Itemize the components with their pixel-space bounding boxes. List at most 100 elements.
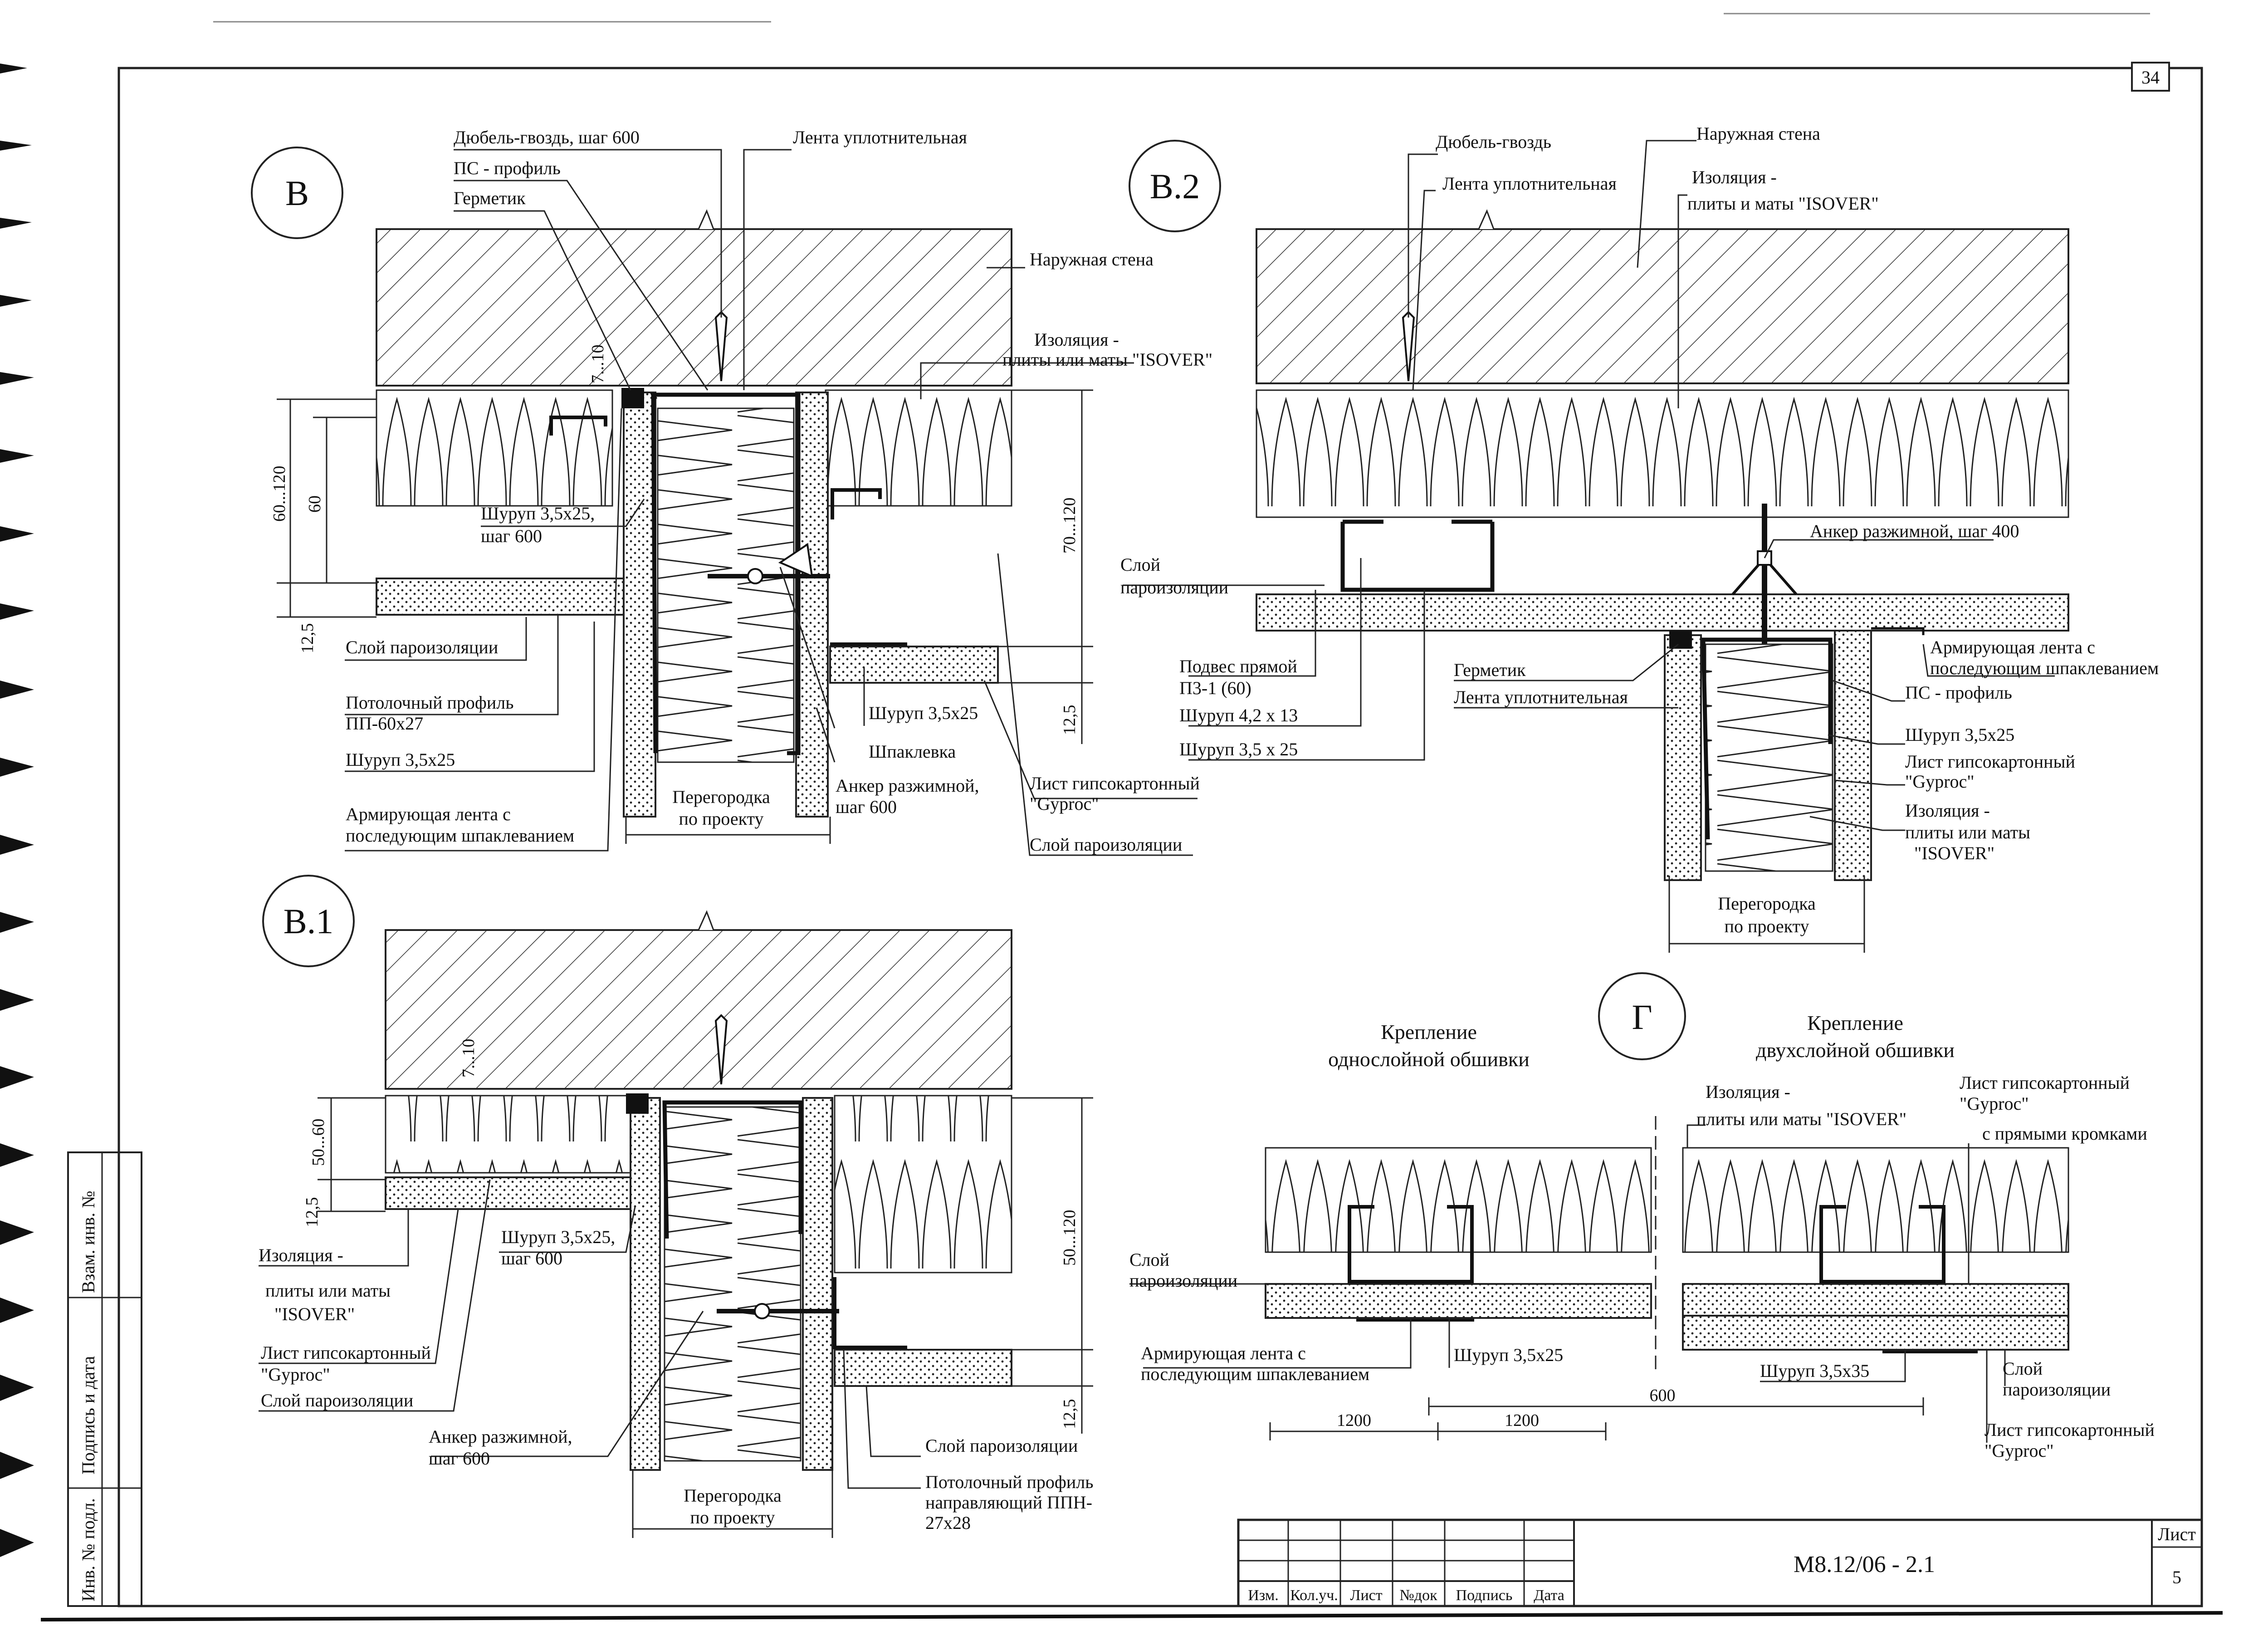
detail-b2: В.2 bbox=[1120, 123, 2159, 953]
b1-label-iso2: плиты или маты bbox=[265, 1280, 391, 1301]
side-stamp: Взам. инв. № Подпись и дата Инв. № подл. bbox=[67, 1151, 142, 1607]
b2-outer-wall bbox=[1256, 228, 2069, 384]
b2-label-hanger2: П3-1 (60) bbox=[1179, 678, 1251, 698]
b1-label-iso3: "ISOVER" bbox=[274, 1304, 355, 1324]
b1-dim-12-5: 12,5 bbox=[303, 1197, 322, 1228]
b2-label-ps: ПС - профиль bbox=[1905, 682, 2012, 703]
b1-insulation-left bbox=[385, 1095, 631, 1174]
detail-g-mark-text: Г bbox=[1632, 997, 1652, 1037]
b-label-gk2: "Gyproc" bbox=[1030, 793, 1099, 814]
g-dim-1200a: 1200 bbox=[1337, 1411, 1371, 1430]
b-label-tape-seal: Лента уплотнительная bbox=[793, 127, 967, 147]
detail-b2-mark bbox=[1129, 140, 1221, 232]
g-dim-1200b: 1200 bbox=[1505, 1411, 1539, 1430]
g-label-vapor3: Слой bbox=[2003, 1358, 2043, 1379]
b1-dim-7-10: 7...10 bbox=[459, 1039, 478, 1078]
b2-label-iso3: Изоляция - bbox=[1905, 800, 1990, 821]
b2-label-vapor2: пароизоляции bbox=[1120, 577, 1228, 598]
b2-label-gk1: Лист гипсокартонный bbox=[1905, 751, 2075, 772]
b1-label-profile2: направляющий ППН- bbox=[925, 1492, 1092, 1513]
b2-label-iso4: плиты или маты bbox=[1905, 822, 2030, 842]
tb-col-ndok: №док bbox=[1399, 1587, 1437, 1604]
g-label-gk4: Лист гипсокартонный bbox=[1984, 1420, 2155, 1440]
stamp-podpis: Подпись и дата bbox=[78, 1356, 98, 1474]
b-label-iso2: плиты или маты "ISOVER" bbox=[1002, 349, 1212, 370]
b1-label-anchor1: Анкер разжимной, bbox=[429, 1426, 572, 1447]
g-label-gk3: с прямыми кромками bbox=[1982, 1123, 2147, 1144]
b1-dim-12-5b: 12,5 bbox=[1060, 1399, 1079, 1430]
b2-partition-insulation bbox=[1705, 643, 1833, 872]
g-label-gk5: "Gyproc" bbox=[1984, 1440, 2054, 1461]
b2-label-iso1: Изоляция - bbox=[1692, 167, 1777, 187]
b2-label-tape-seal: Лента уплотнительная bbox=[1442, 173, 1617, 194]
b2-partition-board-left bbox=[1664, 634, 1702, 881]
b1-ceiling-board-left bbox=[385, 1176, 631, 1210]
b2-label-screw42: Шуруп 4,2 х 13 bbox=[1179, 705, 1298, 725]
b-label-tape1: Армирующая лента с bbox=[346, 804, 511, 824]
b-dim-12-5b: 12,5 bbox=[1060, 705, 1079, 735]
g-label-tape2: последующим шпаклеванием bbox=[1141, 1364, 1369, 1384]
b1-sealant bbox=[626, 1093, 649, 1114]
b1-label-anchor2: шаг 600 bbox=[429, 1448, 490, 1469]
b-label-profile1: Потолочный профиль bbox=[346, 692, 513, 713]
b-ceiling-board-left bbox=[376, 578, 625, 616]
b2-label-screw35: Шуруп 3,5 х 25 bbox=[1179, 739, 1298, 759]
g-label-vapor2: пароизоляции bbox=[1129, 1270, 1237, 1291]
tb-list-number: 5 bbox=[2172, 1567, 2181, 1587]
b-label-profile2: ПП-60х27 bbox=[346, 713, 423, 734]
g-single-insulation bbox=[1265, 1147, 1652, 1253]
b-label-sealant: Герметик bbox=[454, 188, 526, 208]
b-outer-wall bbox=[376, 228, 1012, 387]
b1-dowel bbox=[714, 1014, 728, 1085]
b1-label-partition2: по проекту bbox=[690, 1507, 775, 1528]
detail-g: Г Крепление однослойной обшивки Креплени… bbox=[1129, 972, 2155, 1461]
b2-label-dowel: Дюбель-гвоздь bbox=[1436, 132, 1551, 152]
detail-b1: В.1 50...60 7. bbox=[259, 875, 1093, 1538]
detail-b: В bbox=[251, 127, 1212, 856]
top-page-number: 34 bbox=[2131, 62, 2170, 92]
b-label-partition1: Перегородка bbox=[672, 787, 770, 807]
b-dim-70-120: 70...120 bbox=[1060, 498, 1079, 554]
b-label-screw1b: шаг 600 bbox=[481, 526, 542, 546]
b-label-dowel: Дюбель-гвоздь, шаг 600 bbox=[454, 127, 640, 147]
binding-marks bbox=[0, 64, 34, 1557]
b-partition-board-left bbox=[623, 392, 656, 818]
b-sealant bbox=[621, 388, 644, 408]
b-label-gk1: Лист гипсокартонный bbox=[1030, 773, 1200, 793]
b-leaders bbox=[345, 149, 1198, 856]
g-label-gk1: Лист гипсокартонный bbox=[1960, 1073, 2130, 1093]
b1-label-screw1: Шуруп 3,5х25, bbox=[501, 1227, 615, 1247]
b-label-anchor2: шаг 600 bbox=[836, 797, 897, 817]
b2-label-hanger1: Подвес прямой bbox=[1179, 656, 1297, 676]
g-double-board2 bbox=[1682, 1315, 2069, 1351]
b-label-ps: ПС - профиль bbox=[454, 158, 561, 178]
b1-label-profile3: 27х28 bbox=[925, 1513, 971, 1533]
b-label-vapor2: Слой пароизоляции bbox=[1030, 834, 1182, 855]
b2-label-partition1: Перегородка bbox=[1718, 893, 1816, 914]
detail-b1-mark-text: В.1 bbox=[284, 901, 334, 941]
b2-leaders bbox=[1123, 140, 2055, 953]
b2-label-iso5: "ISOVER" bbox=[1914, 843, 1994, 863]
b-label-tape2: последующим шпаклеванием bbox=[346, 825, 574, 846]
g-label-screw35: Шуруп 3,5х35 bbox=[1760, 1361, 1869, 1381]
b-label-wall: Наружная стена bbox=[1030, 249, 1154, 269]
title-block: Изм. Кол.уч. Лист №док Подпись Дата М8.1… bbox=[1237, 1518, 2203, 1607]
b-partition-board-right bbox=[795, 392, 829, 818]
b-label-screw1: Шуруп 3,5х25, bbox=[481, 503, 595, 524]
b-dim-60-120: 60...120 bbox=[270, 466, 289, 522]
stamp-vzam: Взам. инв. № bbox=[78, 1191, 98, 1293]
tb-col-podpis: Подпись bbox=[1456, 1587, 1513, 1604]
b-dim-12-5: 12,5 bbox=[298, 623, 317, 654]
b-label-iso1: Изоляция - bbox=[1034, 329, 1119, 350]
b-dim-7-10: 7...10 bbox=[588, 345, 607, 384]
detail-b-mark-text: В bbox=[285, 173, 309, 213]
b-label-anchor1: Анкер разжимной, bbox=[836, 775, 979, 796]
b2-partition-board-right bbox=[1834, 630, 1872, 881]
b2-label-screw35b: Шуруп 3,5х25 bbox=[1905, 725, 2014, 745]
tb-col-list: Лист bbox=[1350, 1587, 1382, 1604]
b-insulation-right bbox=[825, 389, 1012, 507]
b2-label-tape2: последующим шпаклеванием bbox=[1930, 658, 2159, 678]
g-title-single2: однослойной обшивки bbox=[1328, 1048, 1530, 1071]
detail-b2-mark-text: В.2 bbox=[1150, 167, 1200, 206]
b-ceiling-board-right bbox=[829, 646, 999, 684]
